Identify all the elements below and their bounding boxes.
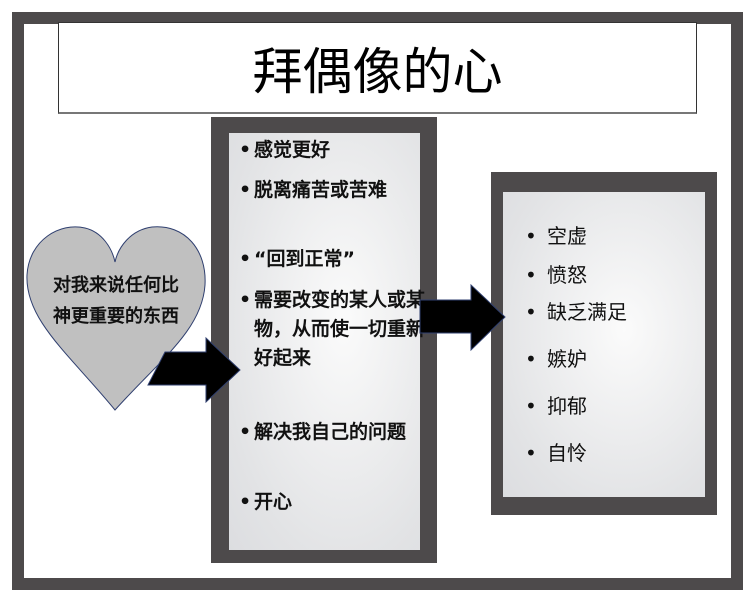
item-label: 开心 [254,491,293,513]
item-label: “回到正常” [254,248,355,270]
page-title: 拜偶像的心 [58,22,697,114]
item-label: 自怜 [547,441,587,465]
bullet-icon: • [525,394,537,418]
bullet-icon: • [239,491,252,513]
cause-item: •“回到正常” [239,245,434,274]
bullet-icon: • [239,179,252,201]
heart-label: 对我来说任何比神更重要的东西 [53,275,179,327]
result-item: • 空虚 [525,224,587,248]
result-item: • 抑郁 [525,394,587,418]
bullet-icon: • [525,263,537,287]
bullet-icon: • [525,347,537,371]
heart-shape [26,226,206,411]
item-label: 嫉妒 [547,347,587,371]
item-label: 空虚 [547,224,587,248]
item-label: 解决我自己的问题 [254,421,407,443]
cause-item: •脱离痛苦或苦难 [239,176,434,205]
bullet-icon: • [525,300,537,324]
causes-box: •感觉更好 •脱离痛苦或苦难 •“回到正常” •需要改变的某人或某物，从而使一切… [211,117,437,563]
cause-item: •感觉更好 [239,136,434,165]
item-label: 抑郁 [547,394,587,418]
bullet-icon: • [239,289,252,311]
cause-item: •解决我自己的问题 [239,418,434,447]
cause-item: •需要改变的某人或某物，从而使一切重新好起来 [239,286,434,373]
item-label: 脱离痛苦或苦难 [254,179,388,201]
result-item: • 缺乏满足 [525,300,627,324]
bullet-icon: • [525,441,537,465]
item-label: 感觉更好 [254,139,331,161]
item-label: 愤怒 [547,263,587,287]
cause-item: •开心 [239,488,434,517]
item-label: 需要改变的某人或某物，从而使一切重新好起来 [254,289,426,369]
bullet-icon: • [239,421,252,443]
item-label: 缺乏满足 [547,300,627,324]
result-item: • 自怜 [525,441,587,465]
bullet-icon: • [239,248,252,270]
results-box: • 空虚 • 愤怒 • 缺乏满足 • 嫉妒 • 抑郁 • 自怜 [491,172,717,515]
result-item: • 嫉妒 [525,347,587,371]
result-item: • 愤怒 [525,263,587,287]
bullet-icon: • [239,139,252,161]
bullet-icon: • [525,224,537,248]
